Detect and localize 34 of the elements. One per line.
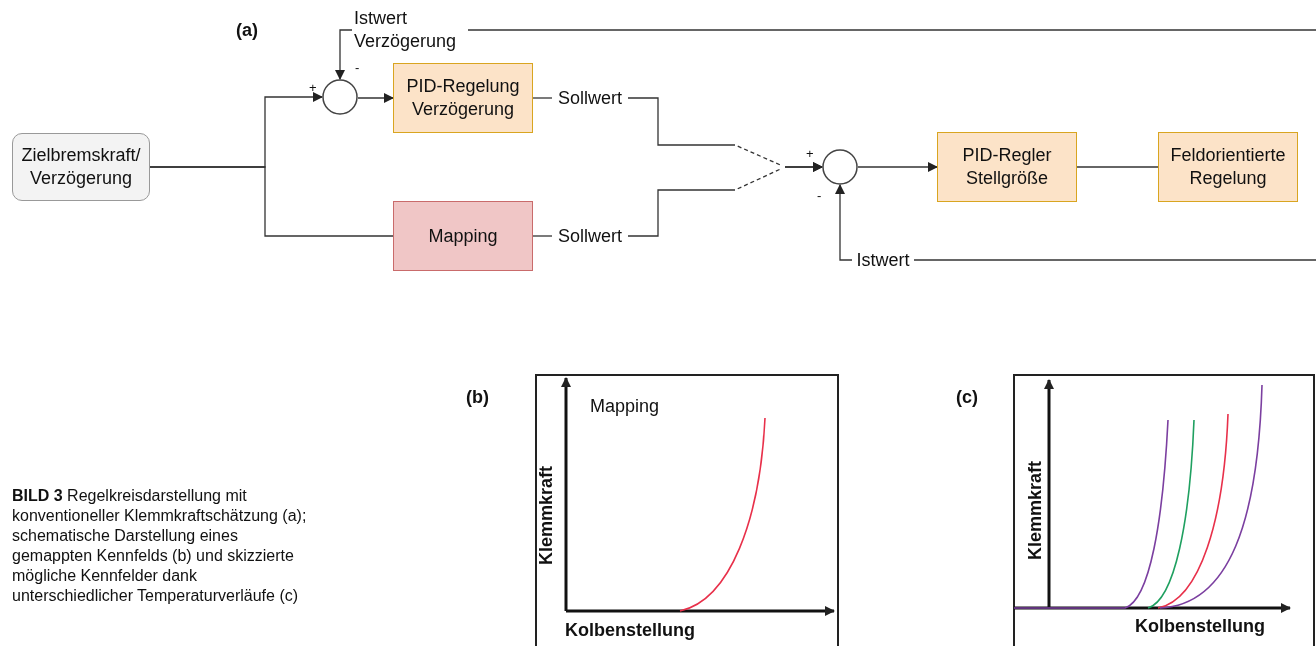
summing-junction (822, 149, 858, 185)
panel-label: (c) (956, 387, 978, 408)
node-label: Sollwert (557, 225, 623, 246)
connector-line (335, 29, 353, 80)
axis-label: Klemmkraft (1025, 461, 1046, 560)
start-box: Zielbremskraft/ Verzögerung (12, 133, 150, 201)
axis-label: Kolbenstellung (1135, 616, 1265, 637)
axis-label: Kolbenstellung (565, 620, 695, 641)
sign-label: - (355, 60, 360, 75)
connector-line (357, 93, 394, 103)
connector-line (149, 166, 394, 237)
mapping-box: Mapping (393, 201, 533, 271)
chart-title: Mapping (590, 396, 660, 417)
node-label: Sollwert (557, 87, 623, 108)
controller-box: PID-Regelung Verzögerung (393, 63, 533, 133)
connector-line (532, 97, 553, 99)
panel-label: (b) (466, 387, 489, 408)
connector-line (467, 29, 1316, 31)
sign-label: + (309, 80, 317, 95)
sign-label: + (806, 146, 814, 161)
controller-box: PID-Regler Stellgröße (937, 132, 1077, 202)
node-label: Istwert Verzögerung (354, 8, 457, 51)
sign-label: - (817, 188, 822, 203)
summing-junction (322, 79, 358, 115)
figure-caption: BILD 3 Regelkreisdarstellung mit konventioneller Klemmkraftschätzung (a); schematische Darstellung eines gemappten Kennfelds (b) und skizzierte mögliche Kennfelder dank unterschiedlicher Temperaturverläufe (c) (12, 486, 308, 606)
connector-line (532, 235, 553, 237)
controller-box: Feldorientierte Regelung (1158, 132, 1298, 202)
connector-line (627, 162, 823, 237)
connector-line (835, 184, 853, 261)
panel-label: (a) (236, 20, 258, 41)
axis-label: Klemmkraft (536, 466, 557, 565)
connector-line (1076, 166, 1159, 168)
connector-line (913, 259, 1316, 261)
connector-line (857, 162, 938, 172)
